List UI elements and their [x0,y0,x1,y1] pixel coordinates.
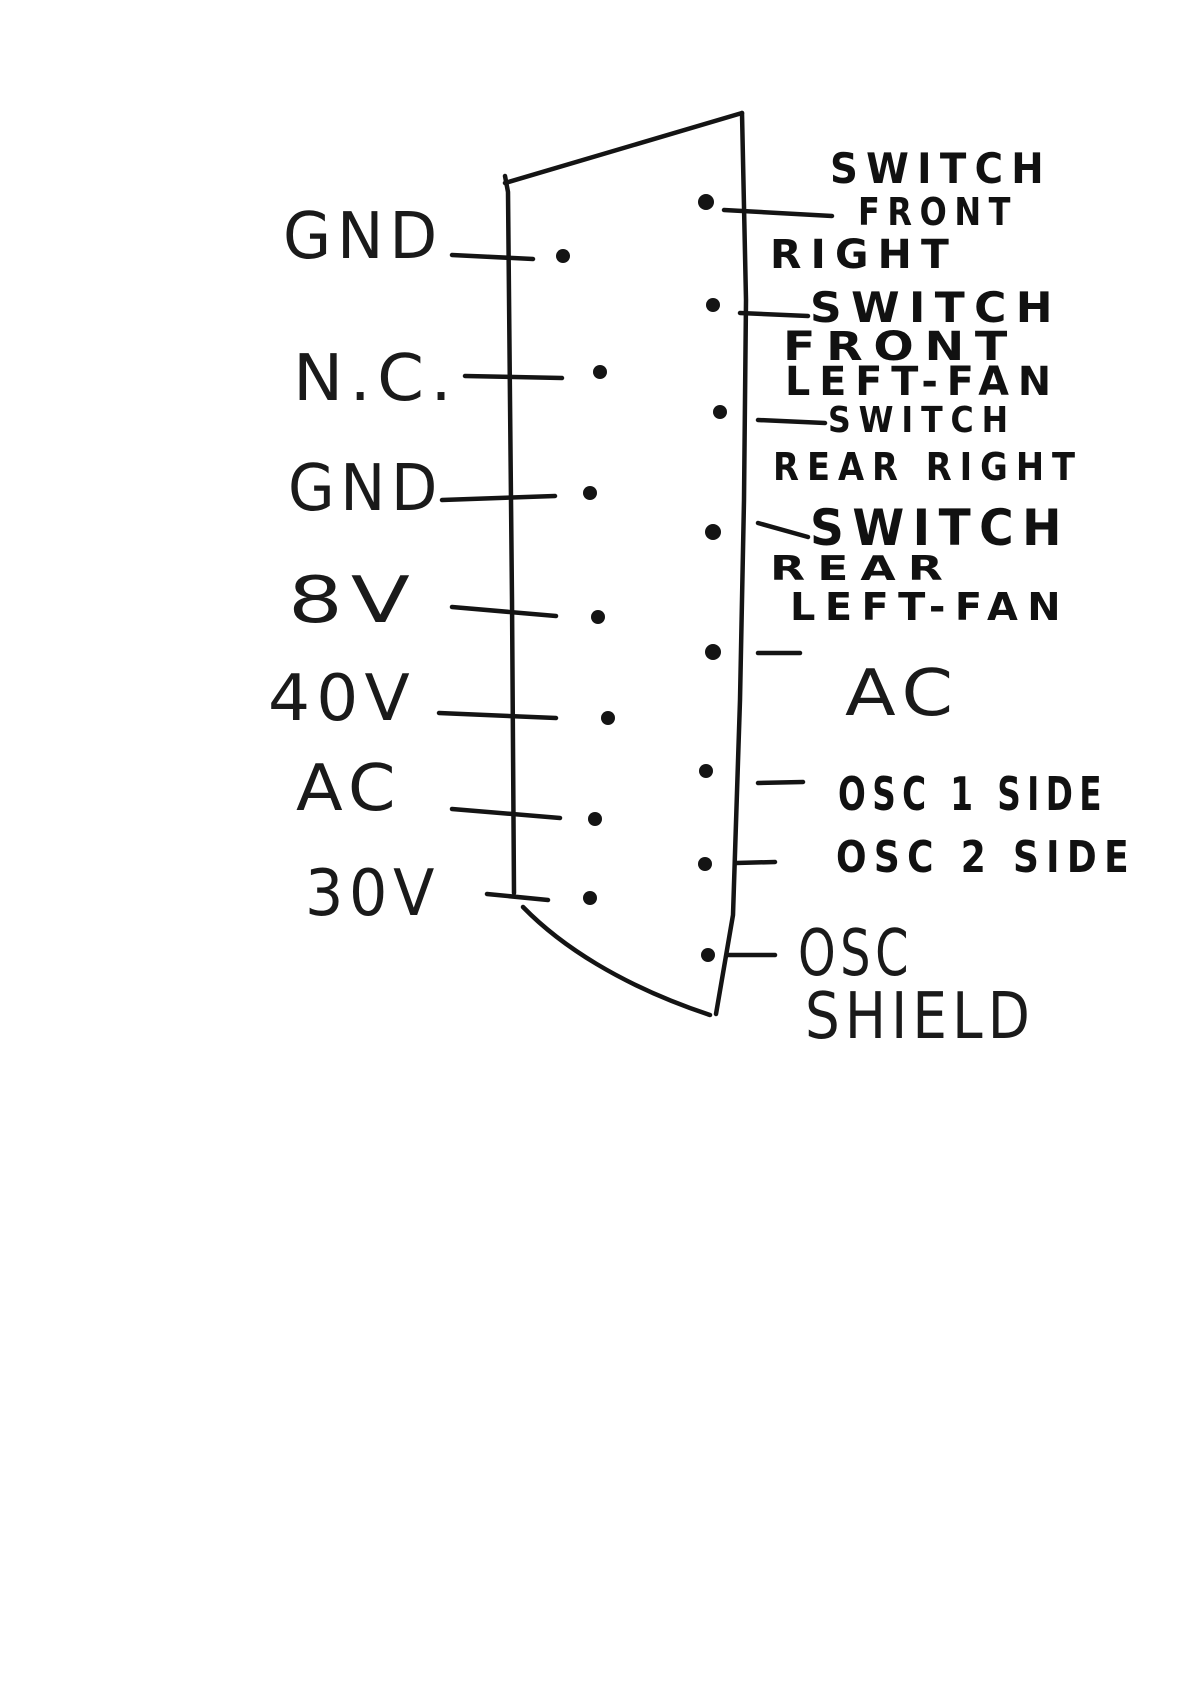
left-pin-label: GND [288,452,443,526]
right-pin-label: SWITCH [828,400,1016,441]
right-pin-label: REAR RIGHT [773,445,1083,489]
right-pin-label: FRONT [783,324,1018,370]
left-pin-label: 8V [288,564,418,638]
right-pin-label: SHIELD [805,980,1035,1054]
right-pin-label: LEFT-FAN [785,359,1060,405]
left-pin-label: 30V [305,857,440,931]
right-pin-label: RIGHT [770,232,958,278]
left-pin-label: AC [296,752,402,826]
left-pin-AC: AC [296,752,602,826]
right-pin-label: OSC [798,917,913,991]
right-pin-switch-front-left-fan: SWITCH FRONT LEFT-FAN [706,283,1062,405]
right-pin-label: OSC 1 SIDE [838,767,1108,821]
left-pin-GND-2: GND [288,452,597,526]
right-pin-label: OSC 2 SIDE [836,832,1136,883]
right-pin-osc-shield: OSC SHIELD [701,917,1035,1054]
left-pin-40V: 40V [268,662,615,736]
right-pin-AC: AC [705,644,960,731]
left-pin-30V: 30V [305,857,597,931]
right-pin-osc-1-side: OSC 1 SIDE [699,764,1108,821]
left-pin-GND-1: GND [283,200,570,274]
right-pin-switch-rear-right: SWITCH REAR RIGHT [713,400,1083,489]
right-pin-label: REAR [770,549,955,589]
right-pin-label: SWITCH [810,283,1062,332]
right-pin-label: AC [845,657,960,731]
right-pin-switch-front-right: SWITCH FRONT RIGHT [698,144,1052,278]
left-pin-label: GND [283,200,443,274]
left-pin-NC: N.C. [293,342,607,416]
right-pin-label: LEFT-FAN [790,585,1070,629]
right-pin-label: SWITCH [810,499,1070,557]
right-pin-label: FRONT [858,190,1018,234]
left-pin-label: N.C. [293,342,458,416]
left-pin-8V: 8V [288,564,605,638]
right-pin-switch-rear-left-fan: SWITCH REAR LEFT-FAN [705,499,1070,629]
right-pin-osc-2-side: OSC 2 SIDE [698,832,1136,883]
connector-outline [502,110,749,1018]
right-pin-label: SWITCH [830,144,1052,193]
left-pin-label: 40V [268,662,416,736]
